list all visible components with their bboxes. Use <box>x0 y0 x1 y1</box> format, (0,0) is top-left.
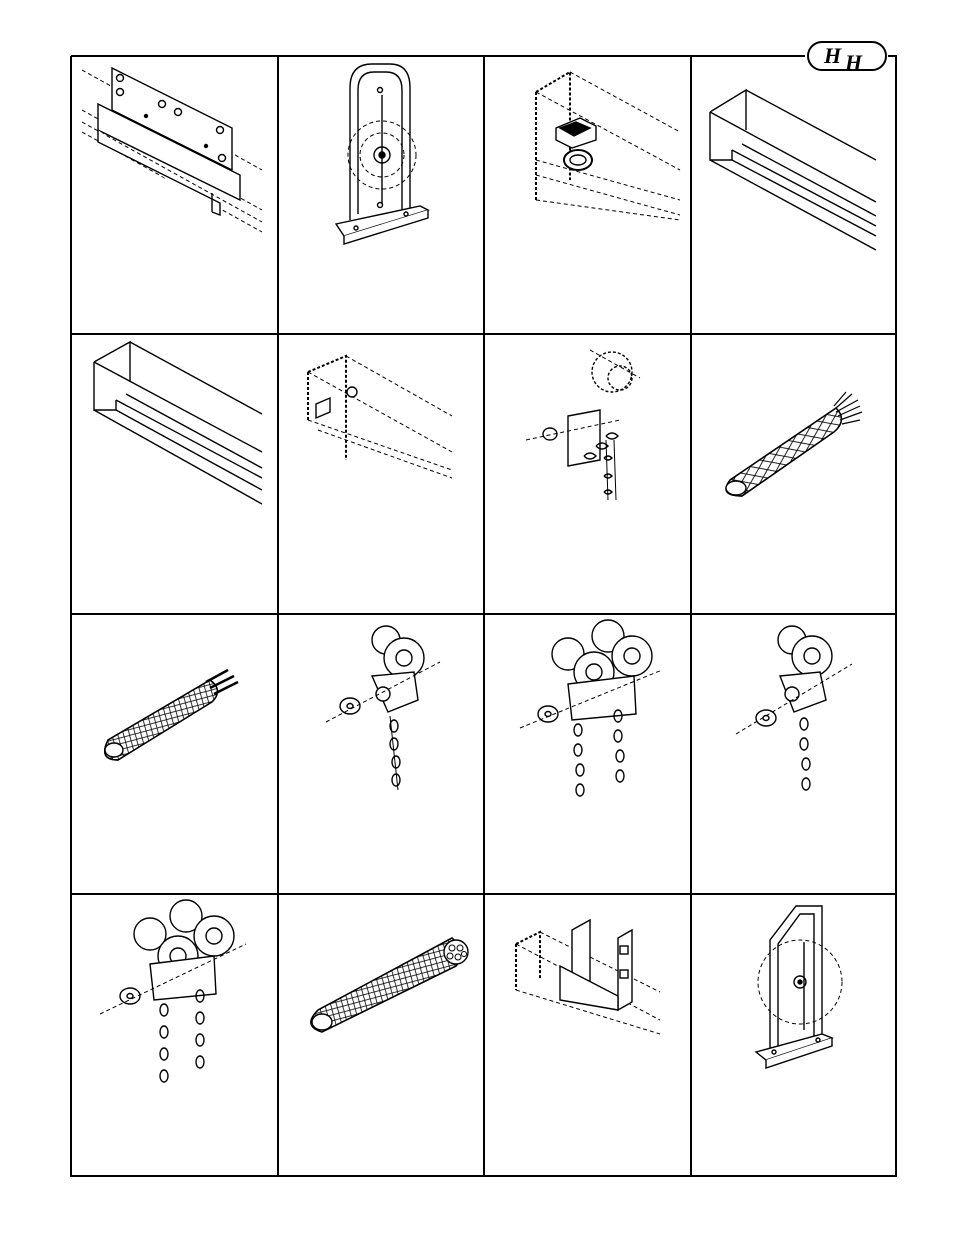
head-block-icon <box>756 906 842 1068</box>
end-stop-icon <box>308 356 452 478</box>
end-carrier-icon <box>526 350 640 500</box>
braided-rope-icon <box>311 938 468 1032</box>
logo-letter-2: H <box>844 50 863 75</box>
braided-cable-icon <box>105 670 238 760</box>
eye-clamp-icon <box>536 72 680 220</box>
brush-seal-icon <box>726 392 862 496</box>
track-section-icon <box>710 90 876 250</box>
wall-bracket-icon <box>82 68 262 232</box>
pulley-bracket-icon <box>336 64 428 244</box>
splice-clamp-icon <box>516 920 660 1034</box>
trolley-icon <box>326 626 440 790</box>
track-section-icon <box>94 342 262 504</box>
four-wheel-trolley-icon <box>100 900 246 1082</box>
company-logo: H H <box>808 42 886 75</box>
logo-letter-1: H <box>823 43 842 68</box>
trolley-icon <box>736 626 852 790</box>
double-trolley-icon <box>520 620 662 796</box>
